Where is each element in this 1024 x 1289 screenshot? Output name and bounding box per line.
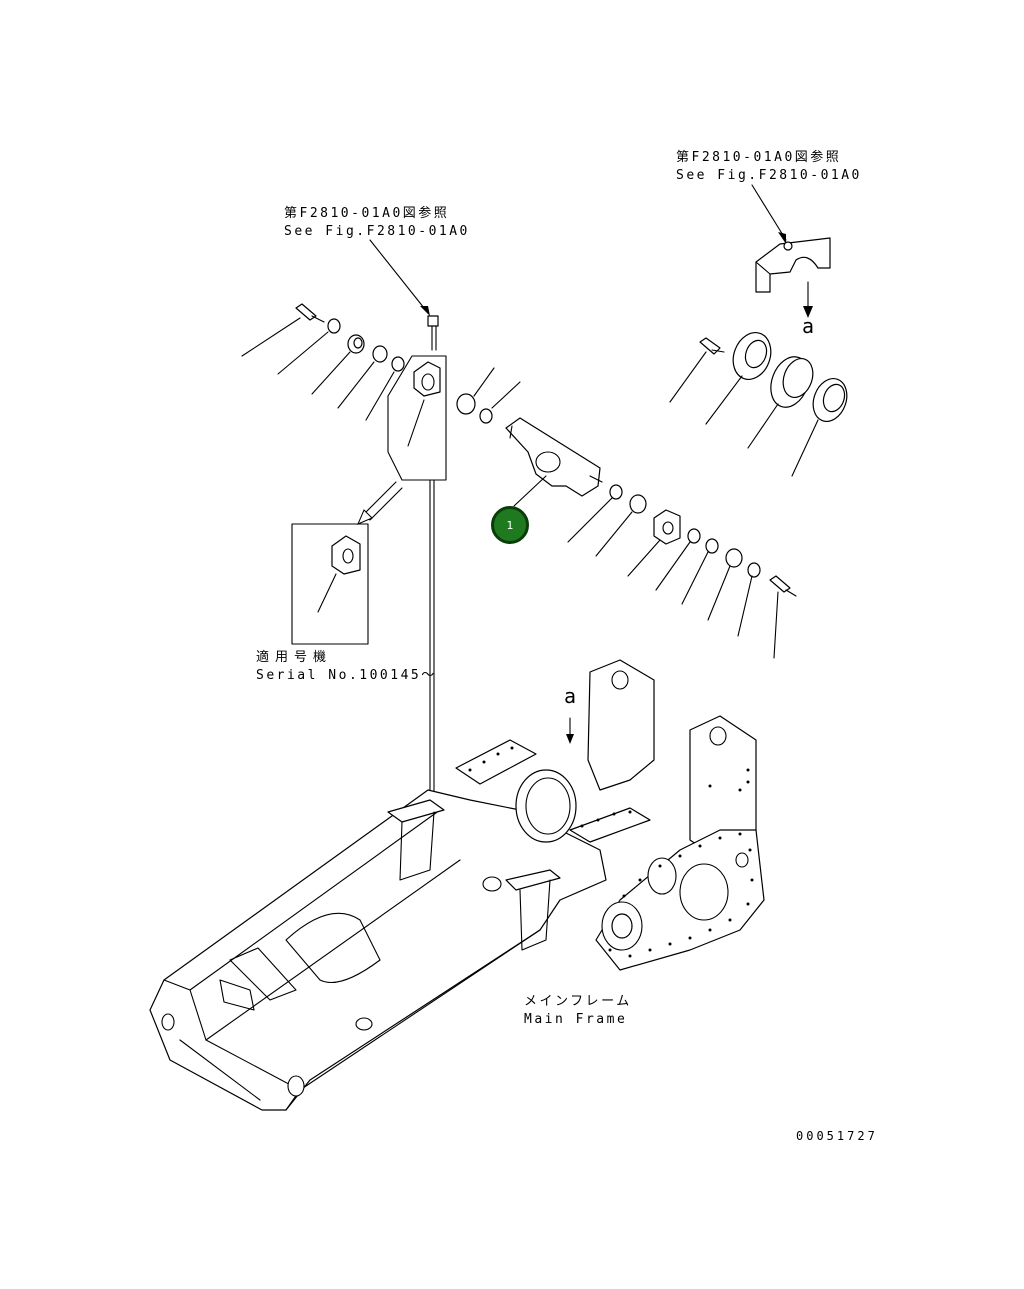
arrow-a-frame — [566, 717, 574, 744]
reference-left-label-line2: See Fig.F2810-01A0 — [284, 224, 470, 239]
reference-left-label-line1: 第F2810-01A0図参照 — [284, 206, 450, 221]
bearing-cap-part — [755, 237, 831, 293]
main-frame-label-line2: Main Frame — [524, 1012, 628, 1027]
washer-r1 — [567, 484, 623, 543]
arrow-a-down — [803, 281, 813, 318]
arrow-label-frame: a — [564, 684, 579, 708]
collar-r1 — [655, 528, 701, 591]
reference-right-leader — [751, 184, 787, 244]
main-frame-label-line1: メインフレーム — [524, 994, 632, 1009]
drawing-number: 00051727 — [796, 1129, 878, 1143]
bearing-inner — [791, 378, 848, 477]
top-bolt — [427, 315, 439, 351]
callout-1[interactable]: 1 — [491, 506, 529, 544]
arrow-label-top: a — [802, 314, 817, 338]
collar-left-2 — [365, 356, 405, 421]
bracket-box — [387, 355, 447, 841]
reference-right-label-line1: 第F2810-01A0図参照 — [676, 150, 842, 165]
block-r1 — [627, 509, 681, 577]
main-frame — [149, 659, 765, 1111]
washer-left-1 — [277, 318, 341, 375]
bolt-right-top — [669, 337, 725, 403]
washer-r2 — [737, 562, 761, 637]
nut-left-1 — [311, 334, 365, 395]
nut-mid — [456, 367, 495, 415]
reference-left-leader — [369, 239, 430, 316]
collar-r2 — [681, 538, 719, 605]
washer-mid — [479, 381, 521, 424]
detail-box — [291, 523, 369, 645]
bolt-left-top — [241, 303, 325, 357]
reference-right-label-line2: See Fig.F2810-01A0 — [676, 168, 862, 183]
bolt-r2 — [769, 575, 797, 659]
serial-label-line1: 適用号機 — [256, 650, 333, 665]
bearing-outer — [747, 356, 814, 449]
collar-left-1 — [337, 345, 388, 409]
serial-label-line2: Serial No.100145～ — [256, 668, 437, 683]
detail-arrow — [357, 481, 403, 525]
nut-r2 — [707, 548, 743, 621]
flange-plate — [705, 332, 772, 425]
nut-r1 — [595, 494, 647, 557]
main-bracket — [505, 417, 603, 507]
